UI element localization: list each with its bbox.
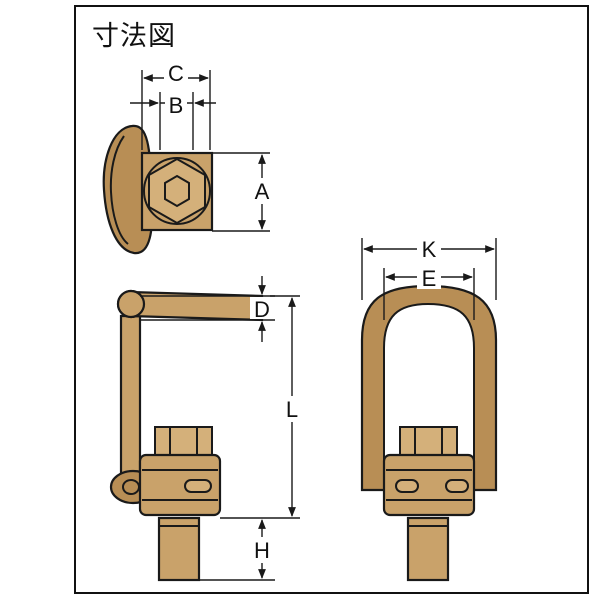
dim-h: H bbox=[200, 519, 275, 581]
top-view-hex-socket bbox=[148, 157, 206, 225]
side-view-ring-handle bbox=[119, 314, 142, 480]
front-view bbox=[360, 284, 498, 582]
dim-b: B bbox=[130, 92, 216, 150]
dim-d: D bbox=[140, 276, 275, 342]
dim-e: E bbox=[383, 265, 475, 320]
drawing-title: 寸法図 bbox=[92, 21, 176, 52]
dim-label-h: H bbox=[254, 538, 270, 563]
dim-c: C bbox=[141, 60, 211, 150]
dim-label-d: D bbox=[254, 297, 270, 322]
dim-a: A bbox=[212, 152, 274, 232]
top-view bbox=[102, 124, 214, 255]
side-view bbox=[109, 289, 264, 582]
side-view-shank bbox=[157, 516, 201, 582]
dim-label-a: A bbox=[255, 179, 270, 204]
drawing-frame bbox=[74, 5, 589, 594]
dim-label-l: L bbox=[286, 397, 298, 422]
dim-label-k: K bbox=[422, 237, 437, 262]
dim-label-c: C bbox=[168, 61, 184, 86]
dim-label-b: B bbox=[169, 93, 184, 118]
dim-k: K bbox=[361, 236, 497, 300]
dim-l: L bbox=[220, 295, 304, 519]
dim-label-e: E bbox=[422, 266, 437, 291]
front-view-shank bbox=[406, 516, 450, 582]
